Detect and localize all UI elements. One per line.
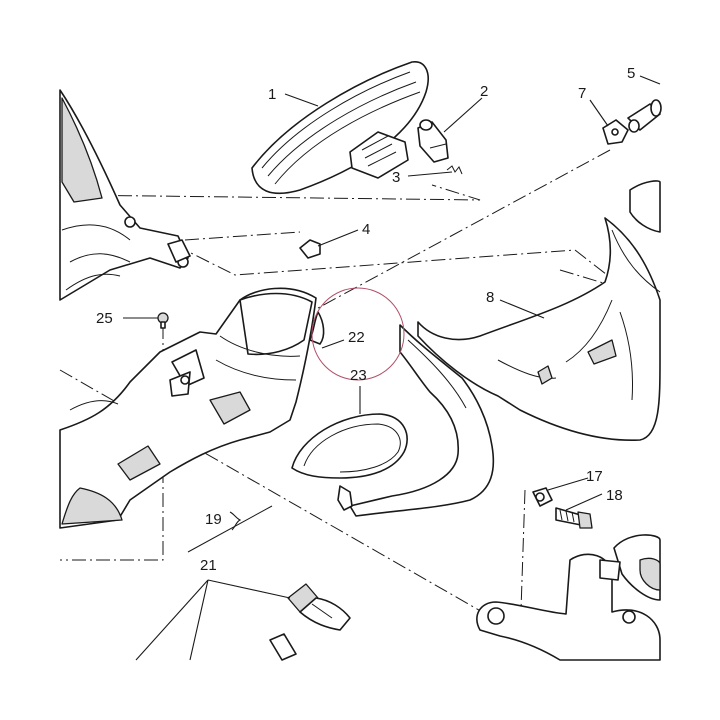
- leader-8: [499, 299, 545, 319]
- callout-7: 7: [578, 85, 586, 102]
- wire-part-19: [187, 505, 273, 553]
- screw-part-25: [157, 312, 169, 329]
- clip-part-7: [602, 119, 629, 145]
- lower-frame-right: [476, 534, 661, 661]
- leader-1: [284, 93, 319, 107]
- callout-5: 5: [627, 65, 635, 82]
- leader-17: [547, 477, 589, 491]
- inner-panel-part-22: [309, 311, 495, 517]
- leader-2: [443, 97, 483, 133]
- bolt-part-18: [555, 507, 593, 529]
- callout-19: 19: [205, 511, 222, 528]
- callout-22: 22: [348, 329, 365, 346]
- callout-labels: 1 2 3 4 5 7 8 17 18 19 21 22 23 25: [96, 65, 635, 574]
- assembly-line-bracket-left: [184, 231, 301, 241]
- frame-bracket-left: [59, 89, 191, 301]
- callout-17: 17: [586, 468, 603, 485]
- washer-part-17: [532, 487, 553, 507]
- callout-4: 4: [362, 221, 370, 238]
- leader-21b: [189, 579, 209, 661]
- leader-3: [407, 171, 453, 177]
- instrument-cluster: [251, 61, 429, 195]
- highlight-circle: [311, 287, 405, 381]
- callout-25: 25: [96, 310, 113, 327]
- leader-7: [589, 99, 609, 127]
- leader-lines: [123, 75, 661, 661]
- clip-nut-part-4: [299, 239, 321, 259]
- callout-8: 8: [486, 289, 494, 306]
- callout-1: 1: [268, 86, 276, 103]
- callout-23: 23: [350, 367, 367, 384]
- leader-21c: [207, 579, 291, 599]
- assembly-line-bracket: [174, 244, 621, 286]
- leader-5: [639, 75, 661, 85]
- leader-4: [317, 229, 359, 247]
- callout-3: 3: [392, 169, 400, 186]
- spring-part-3: [446, 165, 463, 175]
- callout-2: 2: [480, 83, 488, 100]
- leader-22: [321, 339, 345, 349]
- assembly-line-instrument: [69, 184, 481, 201]
- leader-19: [229, 511, 242, 531]
- bulb-part-21: [269, 583, 351, 661]
- shield-plate-part-23: [291, 413, 408, 511]
- callout-21: 21: [200, 557, 217, 574]
- callout-18: 18: [606, 487, 623, 504]
- leader-21a: [135, 579, 209, 661]
- connector-part-2: [417, 119, 449, 163]
- intake-housing-left: [59, 287, 317, 529]
- fairing-panel-part-8: [417, 180, 661, 442]
- bolt-part-5: [627, 99, 662, 133]
- leader-18: [565, 493, 603, 511]
